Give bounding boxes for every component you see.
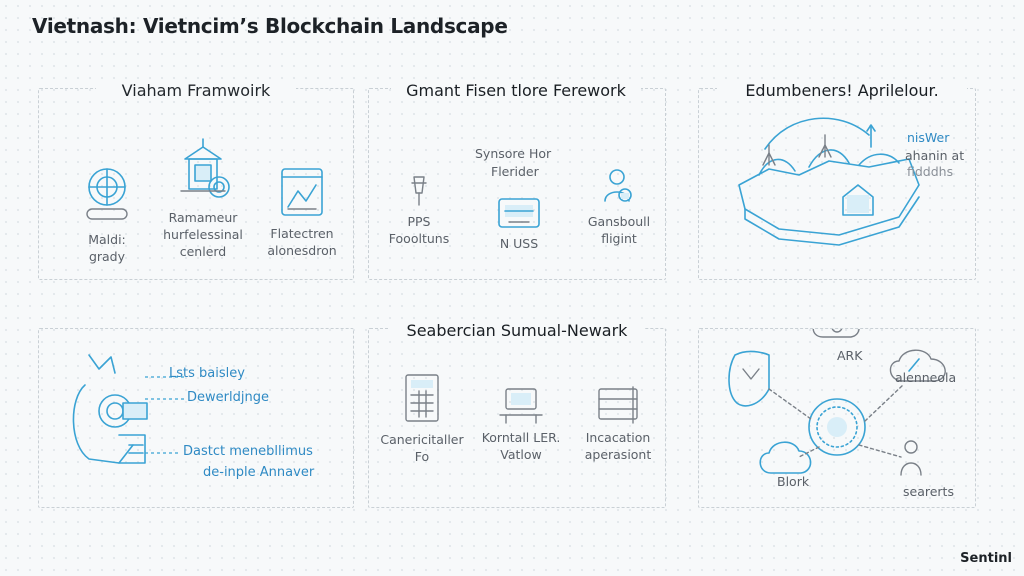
document-chart-icon — [281, 168, 323, 216]
subtitle-line: Synsore Hor — [475, 146, 552, 161]
item-line: Maldi: — [88, 232, 126, 247]
item-line: aperasiont — [584, 447, 652, 462]
brand-logo-text: Sentinl — [960, 551, 1012, 566]
note-line: fidddhs — [907, 164, 954, 179]
item-line: PPS — [407, 214, 431, 229]
label-line: Dastct menebllimus — [183, 444, 313, 459]
item-line: Fo — [414, 449, 430, 464]
framework-item-1: Maldi: grady — [67, 165, 147, 265]
note-line: ahanin at — [905, 148, 965, 163]
panel-framework: Viaham Framwoirk Maldi: grady Ramameur h… — [38, 81, 354, 280]
cloud-network-diagram — [728, 329, 946, 476]
note-line: nisWer — [907, 130, 950, 145]
connector-lines — [145, 376, 185, 454]
fintech-item-3: Gansboull fligint — [577, 165, 661, 247]
fintech-item-2: N USS — [483, 195, 555, 252]
label-line: de-inple Annaver — [203, 465, 315, 480]
building-coin-icon — [180, 138, 230, 198]
item-line: N USS — [499, 236, 539, 251]
robot-head-icon — [72, 354, 148, 464]
framework-item-3: Flatectren alonesdron — [257, 163, 347, 259]
panel-cloud-network: ARK alenneola Blork searerts — [698, 328, 976, 508]
landscape-map-icon — [738, 117, 920, 246]
panel-title: Gmant Fisen tlore Ferework — [391, 81, 641, 100]
panel-title: Viaham Framwoirk — [96, 81, 296, 100]
framework-item-2: Ramameur hurfelessinal cenlerd — [153, 135, 253, 260]
item-line: Gansboull — [587, 214, 651, 229]
item-line: Foooltuns — [388, 231, 450, 246]
fintech-item-1: PPS Foooltuns — [379, 173, 459, 247]
pen-icon — [411, 176, 427, 206]
calculator-icon — [405, 374, 439, 422]
network-label: searerts — [903, 484, 954, 499]
network-label: ARK — [837, 348, 863, 363]
panel-fintech: Gmant Fisen tlore Ferework Synsore Hor F… — [368, 81, 666, 280]
item-line: Korntall LER. — [481, 430, 561, 445]
page-title: Vietnash: Vietncim’s Blockchain Landscap… — [32, 14, 508, 38]
network-item-1: Canericitaller Fo — [375, 371, 469, 465]
panel-ecosystem: Edumbeners! Aprilelour. nisWer ahanin at… — [698, 81, 976, 280]
network-item-3: Incacation aperasiont — [573, 385, 663, 463]
terminal-icon — [498, 198, 540, 228]
item-line: grady — [88, 249, 126, 264]
panel-title: Edumbeners! Aprilelour. — [717, 81, 967, 100]
network-label: Blork — [777, 474, 810, 489]
item-line: Canericitaller — [380, 432, 464, 447]
subtitle-line: Flerider — [491, 164, 539, 179]
label-line: Lsts baisley — [169, 366, 245, 381]
server-rack-icon — [598, 386, 638, 424]
panel-network: Seabercian Sumual-Newark Canericitaller … — [368, 321, 666, 508]
person-lock-icon — [604, 169, 632, 202]
desk-computer-icon — [499, 388, 543, 424]
globe-scroll-icon — [86, 168, 128, 220]
item-line: alonesdron — [267, 243, 337, 258]
network-label: alenneola — [895, 370, 957, 385]
item-line: hurfelessinal — [163, 227, 243, 242]
label-line: Dewerldjnge — [187, 390, 269, 405]
item-line: Incacation — [585, 430, 651, 445]
item-line: fligint — [601, 231, 637, 246]
panel-title: Seabercian Sumual-Newark — [389, 321, 645, 340]
item-line: Vatlow — [500, 447, 542, 462]
item-line: Ramameur — [168, 210, 238, 225]
item-line: Flatectren — [270, 226, 334, 241]
network-item-2: Korntall LER. Vatlow — [477, 385, 565, 463]
item-line: cenlerd — [179, 244, 227, 259]
panel-development: Lsts baisley Dewerldjnge Dastct meneblli… — [38, 328, 354, 508]
